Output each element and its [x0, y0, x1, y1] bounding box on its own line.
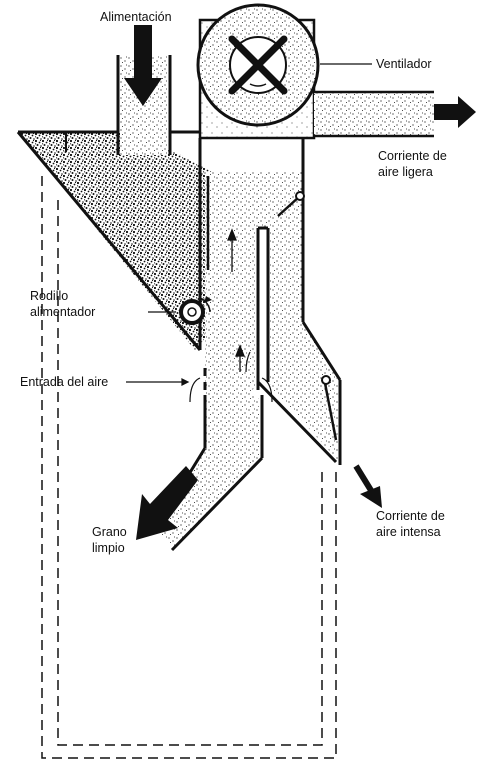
- light-stream-label-line1: Corriente de: [378, 149, 447, 163]
- dashed-casing: [41, 176, 337, 759]
- strong-air-arrow: [353, 464, 382, 508]
- strong-stream-label-line1: Corriente de: [376, 509, 445, 523]
- clean-grain-label-line2: limpio: [92, 541, 125, 555]
- feed-roller: [179, 296, 212, 325]
- clean-grain-label-line1: Grano: [92, 525, 127, 539]
- light-air-outlet: [314, 90, 434, 138]
- feed-label: Alimentación: [100, 10, 172, 24]
- updraft-arrows: [227, 228, 245, 372]
- air-inlet-slots: [203, 368, 260, 390]
- lower-flap-valve: [321, 375, 338, 441]
- air-inlet-arrows: [189, 351, 273, 403]
- clean-grain-arrow: [136, 466, 198, 540]
- feed-hopper: [16, 130, 212, 351]
- fan-blades-icon: [228, 35, 288, 95]
- light-stream-label-line2: aire ligera: [378, 165, 433, 179]
- upper-flap-valve: [277, 191, 305, 217]
- roller-label-line1: Rodillo: [30, 289, 68, 303]
- air-inlet-label: Entrada del aire: [20, 375, 108, 389]
- strong-stream-label-line2: aire intensa: [376, 525, 441, 539]
- fan-label: Ventilador: [376, 57, 432, 71]
- fan-housing: [196, 3, 320, 140]
- light-air-arrow: [434, 96, 476, 128]
- fan-rotation-icon: [249, 83, 267, 87]
- feed-arrow: [124, 25, 162, 106]
- roller-label-line2: alimentador: [30, 305, 95, 319]
- leader-lines: [126, 63, 372, 386]
